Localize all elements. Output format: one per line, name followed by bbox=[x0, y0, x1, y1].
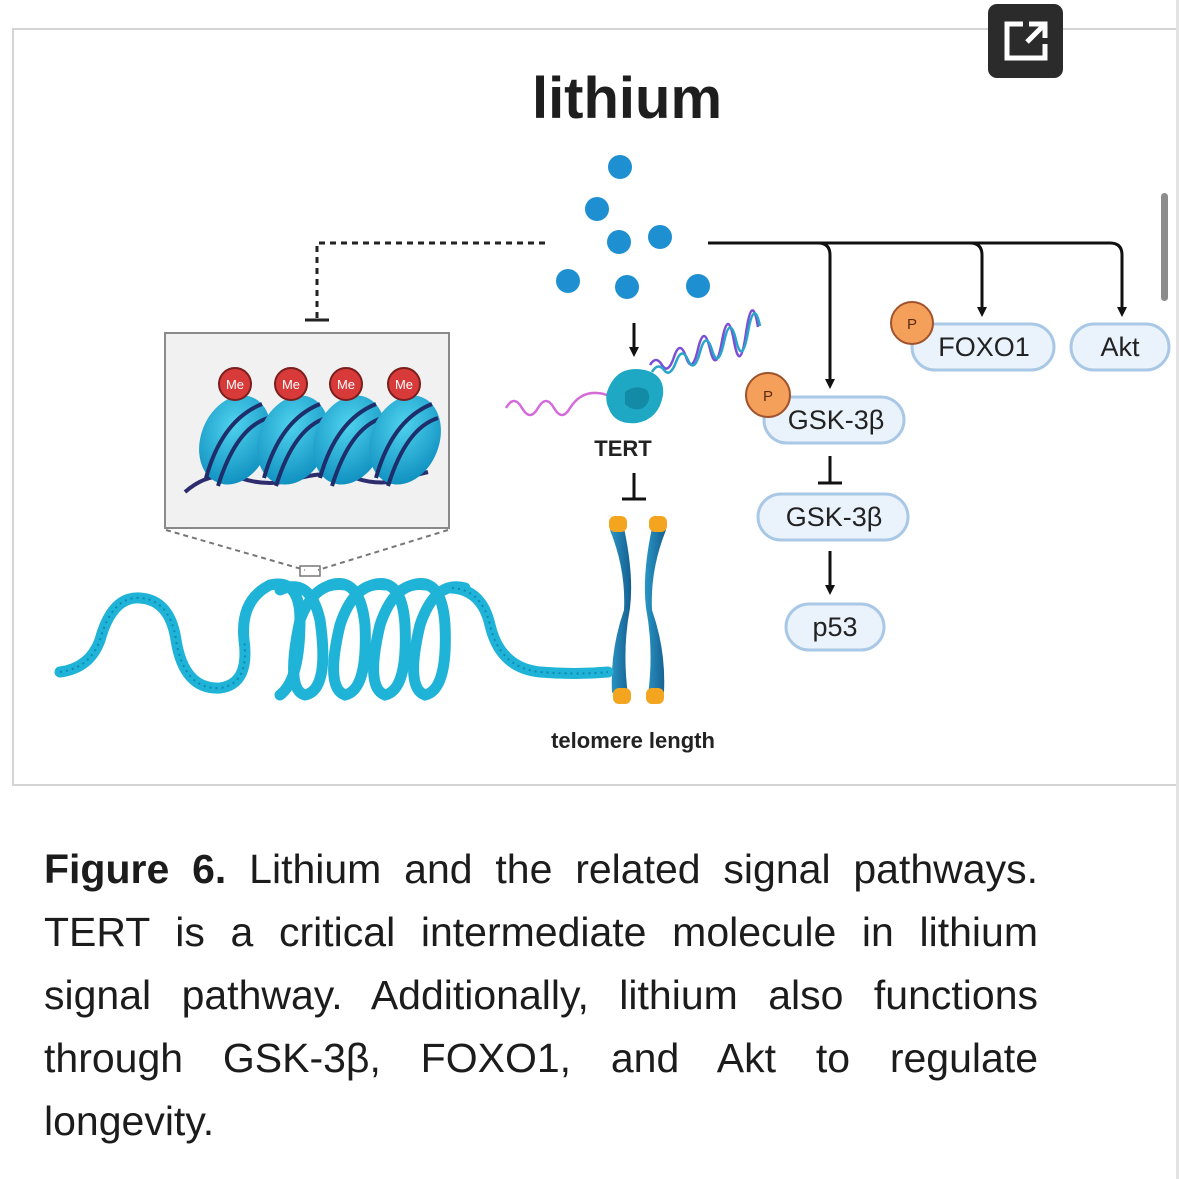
gsk-phospho-label: GSK-3β bbox=[788, 405, 885, 435]
methyl-group: Me bbox=[329, 367, 363, 401]
telomere-cap bbox=[649, 516, 667, 532]
rna-strand-right-2 bbox=[650, 312, 762, 374]
pathway-diagram: lithium TERT telomere length bbox=[54, 66, 1171, 753]
caption-label: Figure 6. bbox=[44, 846, 227, 892]
lithium-ions bbox=[556, 155, 710, 299]
arrow-to-foxo1 bbox=[969, 241, 987, 317]
telomere-cap bbox=[609, 516, 627, 532]
chromosome-left-arm bbox=[610, 524, 632, 698]
diagram-title: lithium bbox=[532, 66, 722, 131]
gsk-phospho-node: GSK-3β bbox=[762, 395, 906, 445]
lithium-ion bbox=[585, 197, 609, 221]
zoom-line bbox=[317, 529, 449, 571]
tert-protein-shade bbox=[625, 387, 650, 410]
zoom-line bbox=[165, 529, 306, 571]
methyl-group: Me bbox=[387, 367, 421, 401]
phospho-badge: P bbox=[745, 372, 791, 418]
chromosome bbox=[609, 516, 667, 704]
telomere-cap bbox=[613, 688, 631, 704]
open-in-new-icon bbox=[1004, 21, 1047, 61]
telomere-cap bbox=[646, 688, 664, 704]
foxo1-node: FOXO1 bbox=[910, 322, 1056, 372]
foxo1-label: FOXO1 bbox=[938, 332, 1030, 362]
lithium-ion bbox=[556, 269, 580, 293]
tert-label: TERT bbox=[594, 436, 652, 461]
methyl-label: Me bbox=[395, 377, 413, 392]
arrow-to-gsk bbox=[817, 241, 835, 389]
chromatin-fiber-texture bbox=[59, 587, 609, 690]
nucleosome bbox=[313, 384, 385, 487]
p53-node: p53 bbox=[784, 602, 886, 652]
lithium-ion bbox=[686, 274, 710, 298]
chromatin-fiber bbox=[54, 578, 614, 701]
telomere-label: telomere length bbox=[551, 728, 715, 753]
expand-figure-button[interactable] bbox=[988, 4, 1063, 78]
methylation-inset: Me Me Me Me bbox=[164, 332, 450, 529]
dashed-inhibition-line bbox=[315, 241, 545, 320]
gsk-node: GSK-3β bbox=[756, 492, 910, 542]
methyl-group: Me bbox=[218, 367, 252, 401]
caption-text: Lithium and the related signal pathways.… bbox=[44, 846, 1038, 1144]
akt-label: Akt bbox=[1100, 332, 1140, 362]
scrollbar-thumb[interactable] bbox=[1161, 193, 1168, 301]
zoom-region bbox=[299, 565, 321, 577]
chromosome-right-arm bbox=[644, 524, 666, 698]
lithium-ion bbox=[607, 230, 631, 254]
phospho-badge: P bbox=[890, 301, 934, 345]
page-scrollbar-track[interactable] bbox=[1176, 0, 1179, 1179]
akt-node: Akt bbox=[1069, 322, 1171, 372]
lithium-ion bbox=[615, 275, 639, 299]
methyl-label: Me bbox=[337, 377, 355, 392]
p53-label: p53 bbox=[812, 612, 857, 642]
gsk-label: GSK-3β bbox=[786, 502, 883, 532]
phospho-label: P bbox=[763, 388, 773, 405]
lithium-ion bbox=[648, 225, 672, 249]
methyl-label: Me bbox=[226, 377, 244, 392]
lithium-ion bbox=[608, 155, 632, 179]
phospho-label: P bbox=[907, 316, 917, 333]
rna-strand-right bbox=[648, 309, 760, 370]
figure-caption: Figure 6. Lithium and the related signal… bbox=[44, 838, 1038, 1153]
methyl-group: Me bbox=[274, 367, 308, 401]
nucleosome bbox=[257, 384, 329, 487]
branch-line bbox=[708, 241, 1127, 317]
methyl-label: Me bbox=[282, 377, 300, 392]
